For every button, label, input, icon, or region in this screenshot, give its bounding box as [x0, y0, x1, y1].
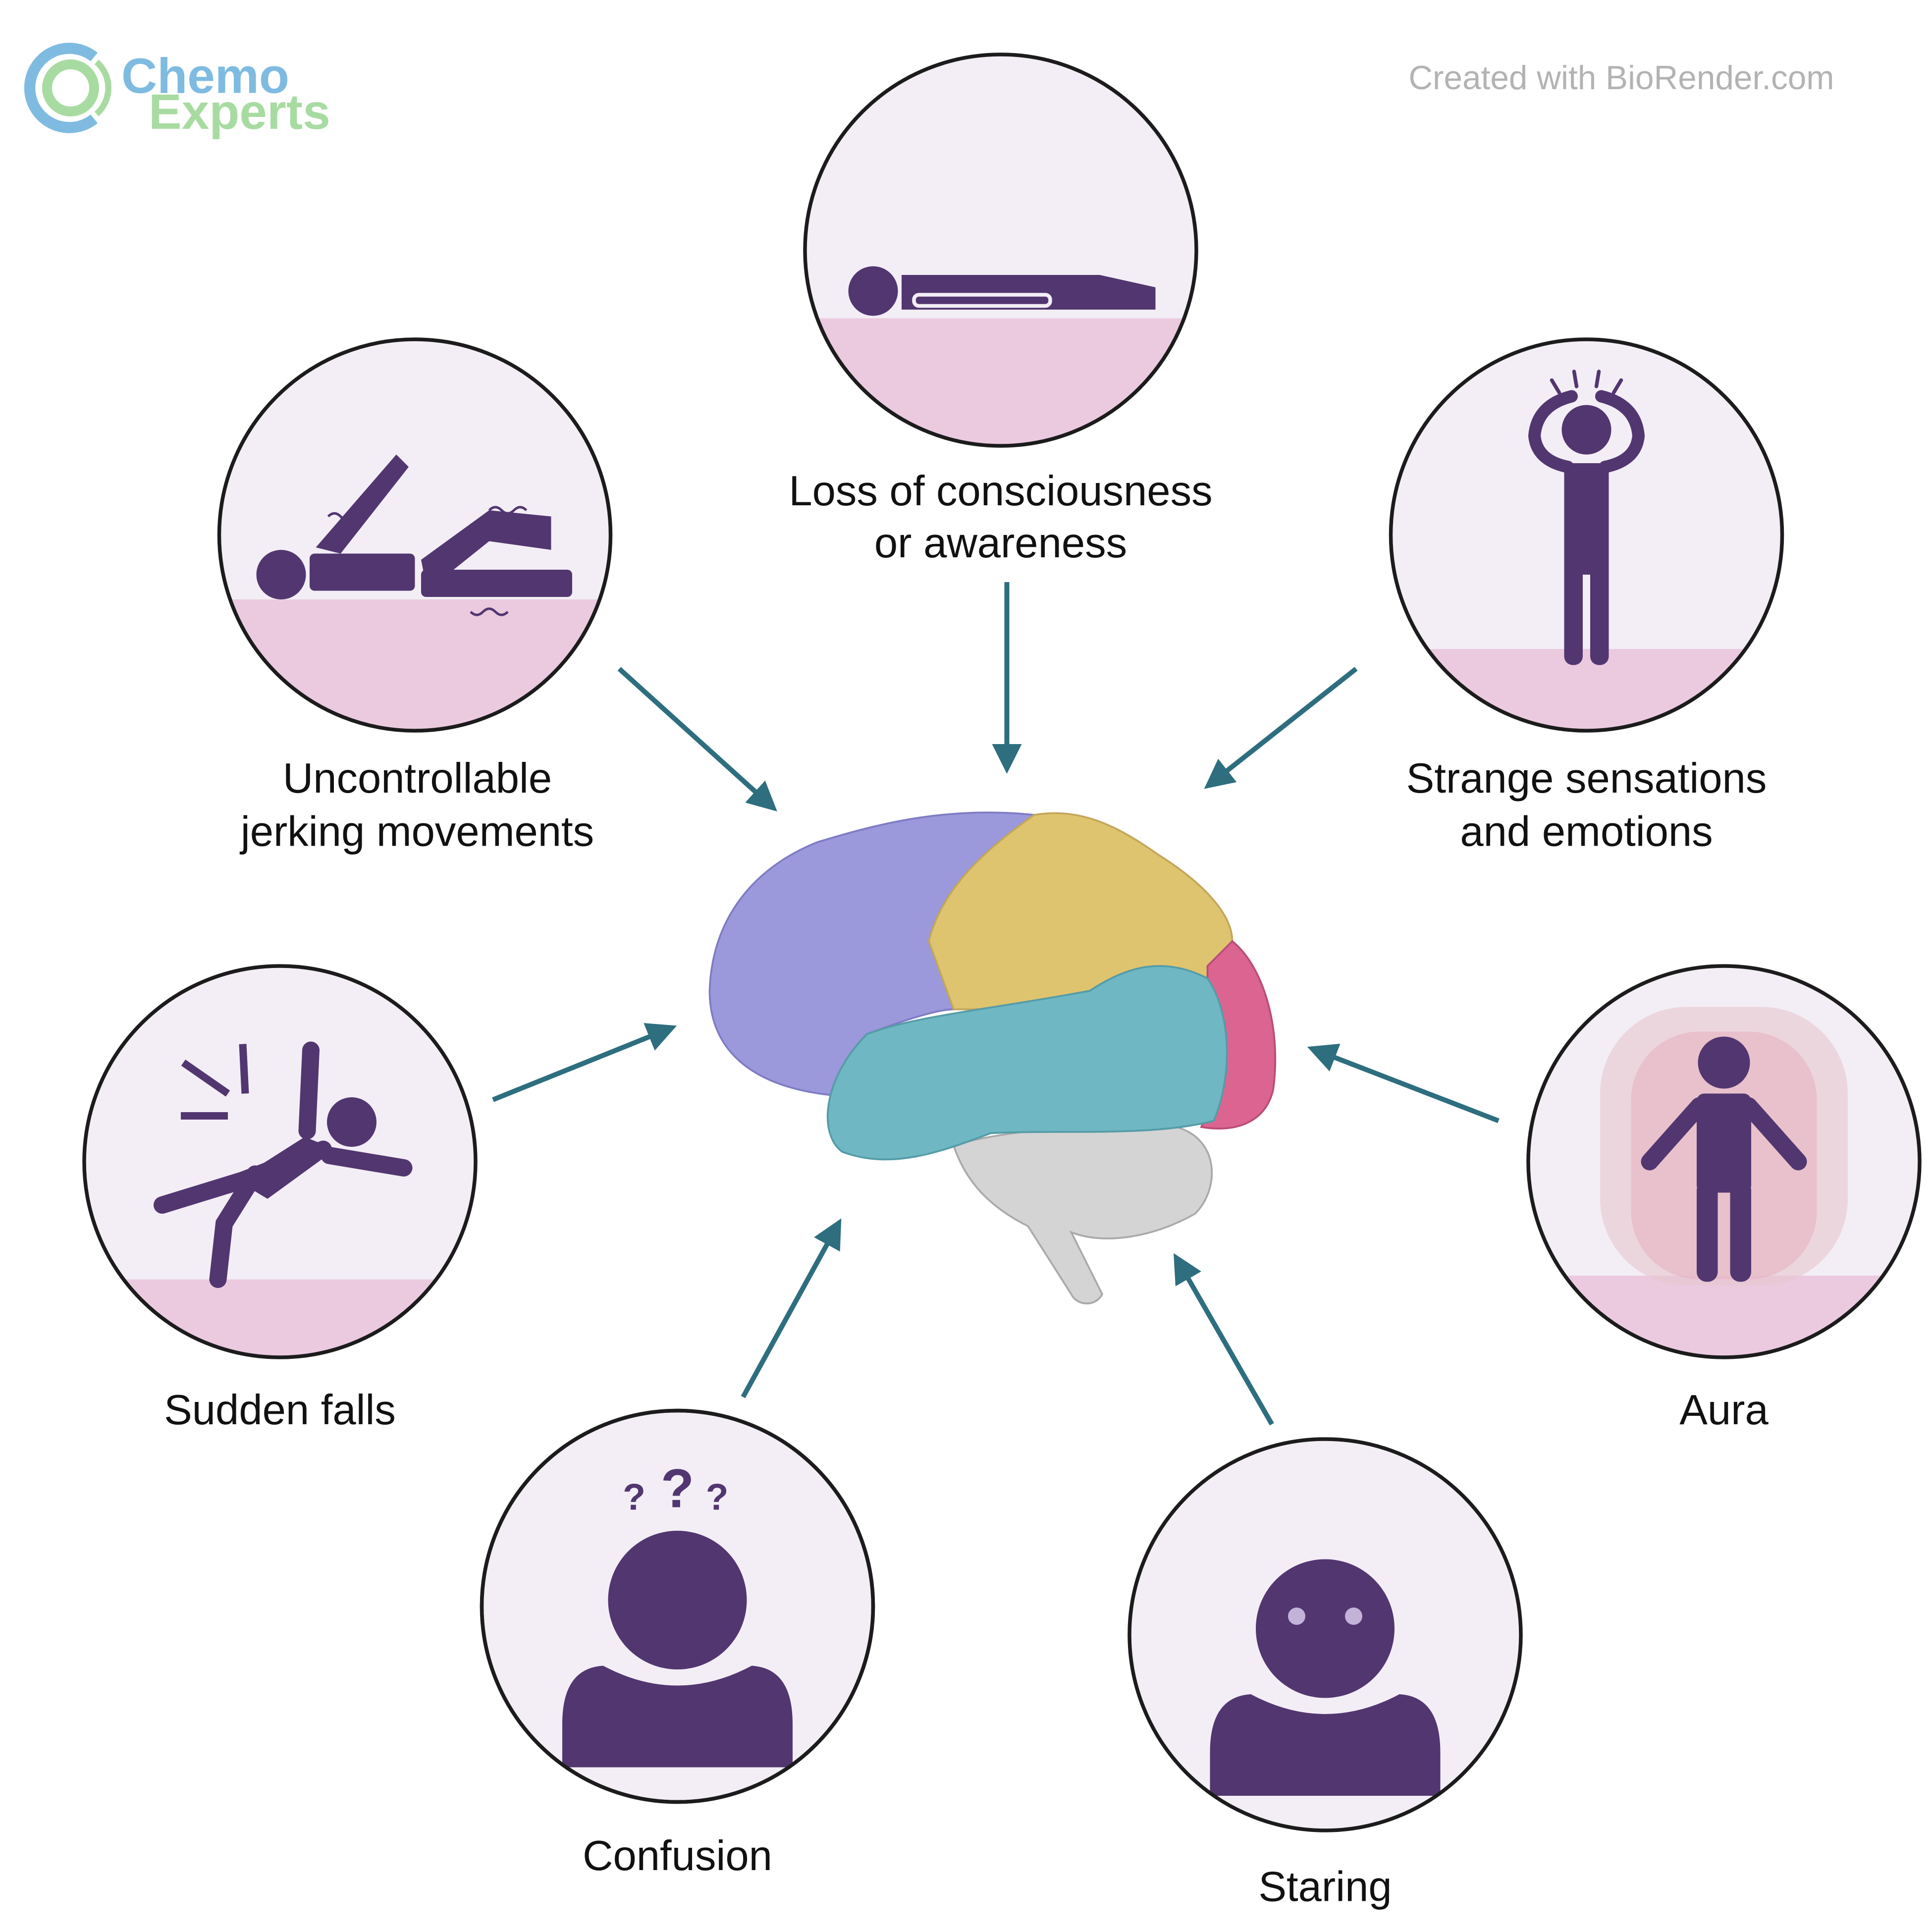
label-loss-line2: or awareness [874, 520, 1127, 567]
person-lying-icon [848, 266, 1156, 316]
label-loss-line1: Loss of consciousness [789, 468, 1212, 515]
svg-text:?: ? [661, 1458, 694, 1519]
label-jerking-line2: jerking movements [239, 808, 594, 856]
symptom-aura [1526, 964, 1922, 1359]
symptom-loss-of-consciousness [803, 53, 1198, 448]
person-staring-icon [1210, 1559, 1441, 1796]
cerebellum [952, 1124, 1213, 1305]
symptom-sudden-falls [82, 964, 478, 1359]
arrows [492, 582, 1500, 1426]
label-confusion: Confusion [583, 1832, 772, 1879]
symptom-strange-sensations [1389, 337, 1784, 733]
label-staring: Staring [1258, 1864, 1392, 1911]
svg-text:?: ? [706, 1476, 729, 1518]
brain-illustration [708, 811, 1277, 1305]
arrow-aura [1307, 1043, 1500, 1124]
symptom-jerking-movements [217, 337, 613, 733]
arrow-confusion [741, 1218, 842, 1398]
logo-emblem-icon [24, 43, 111, 133]
biorender-credit: Created with BioRender.com [1408, 59, 1834, 97]
temporal-lobe [826, 965, 1228, 1161]
arrow-strange [1204, 667, 1358, 789]
label-strange-line2: and emotions [1460, 808, 1713, 856]
symptom-confusion: ? ? ? [480, 1408, 875, 1804]
symptom-staring [1127, 1437, 1523, 1832]
arrow-staring [1174, 1253, 1274, 1426]
person-holding-head-icon [1528, 370, 1645, 665]
label-jerking-line1: Uncontrollable [283, 755, 552, 802]
chemo-experts-logo: Chemo Experts [24, 43, 330, 140]
person-falling-icon [154, 1041, 413, 1288]
person-with-aura-icon [1600, 1007, 1848, 1286]
label-strange-line1: Strange sensations [1406, 755, 1767, 802]
label-aura: Aura [1679, 1387, 1769, 1434]
person-confused-icon: ? ? ? [562, 1458, 793, 1768]
logo-text-chemo: Chemo [121, 49, 289, 104]
arrow-jerking [617, 667, 777, 812]
arrow-falls [492, 1023, 677, 1102]
svg-text:?: ? [623, 1476, 645, 1518]
label-falls: Sudden falls [164, 1387, 396, 1434]
person-convulsing-icon [256, 454, 572, 616]
logo-text-experts: Experts [149, 84, 330, 140]
